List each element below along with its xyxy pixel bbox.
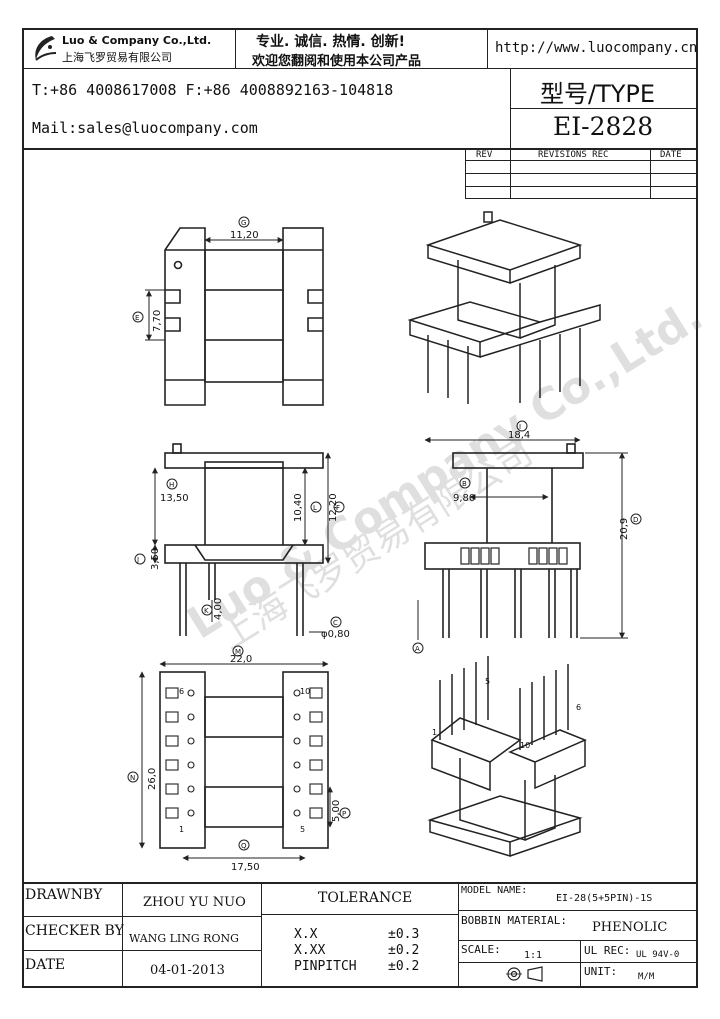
dim-d-value: 20,9 — [619, 518, 630, 540]
date-value: 04-01-2013 — [150, 963, 225, 978]
dim-k-tag: K — [204, 607, 209, 615]
tol-pin-label: PINPITCH — [294, 959, 357, 974]
dim-j-tag: J — [136, 556, 139, 564]
tol-xx-label: X.X — [294, 927, 318, 942]
dim-n-value: 26,0 — [147, 768, 158, 790]
dim-n-tag: N — [130, 774, 135, 782]
company-name-en: Luo & Company Co.,Ltd. — [62, 34, 212, 47]
scale-value: 1:1 — [524, 950, 543, 961]
website-link[interactable]: http://www.luocompany.cn — [495, 40, 698, 56]
tol-xxx-value: ±0.2 — [388, 943, 420, 958]
tol-pin-value: ±0.2 — [388, 959, 420, 974]
slogan-line-1: 专业. 诚信. 热情. 创新! — [256, 34, 405, 50]
material-value: PHENOLIC — [592, 920, 668, 935]
contact-email[interactable]: Mail:sales@luocompany.com — [32, 119, 258, 137]
revisions-col-rev: REV — [476, 150, 493, 160]
front-view — [164, 443, 324, 636]
scale-label: SCALE: — [461, 943, 501, 956]
dim-p-value: 5,00 — [331, 800, 342, 822]
dim-g-value: 11,20 — [230, 230, 259, 241]
contact-phone: T:+86 4008617008 F:+86 4008892163-104818 — [32, 81, 394, 99]
model-label: MODEL NAME: — [461, 885, 528, 896]
dim-e-tag: E — [135, 314, 139, 322]
checker-value: WANG LING RONG — [129, 932, 239, 945]
pin-label: 1 — [179, 825, 184, 834]
drawnby-label: DRAWNBY — [25, 887, 103, 903]
pin-label: 5 — [300, 825, 305, 834]
dim-g-tag: G — [241, 219, 246, 227]
dim-a-tag: A — [415, 645, 420, 653]
dim-f-tag: F — [336, 504, 340, 512]
company-logo-icon — [35, 36, 57, 61]
dim-h-value: 13,50 — [160, 493, 189, 504]
company-name-cn: 上海飞罗贸易有限公司 — [62, 51, 172, 64]
dim-l-tag: L — [313, 504, 317, 512]
revisions-col-rec: REVISIONS REC — [538, 150, 609, 160]
bottom-view — [159, 671, 329, 849]
dim-front — [152, 452, 331, 633]
pin-label: 10 — [520, 741, 530, 750]
dim-h-tag: H — [169, 481, 174, 489]
ulrec-label: UL REC: — [584, 944, 631, 957]
type-label: 型号/TYPE — [540, 80, 656, 108]
type-value: EI-2828 — [553, 112, 654, 141]
dim-l-value: 10,40 — [293, 493, 304, 522]
pin-label: 6 — [576, 703, 581, 712]
dim-q-value: 17,50 — [231, 862, 260, 873]
unit-value: M/M — [638, 972, 655, 982]
material-label: BOBBIN MATERIAL: — [461, 914, 567, 927]
unit-label: UNIT: — [584, 965, 618, 978]
tol-xx-value: ±0.3 — [388, 927, 420, 942]
dim-q-tag: Q — [241, 842, 247, 850]
dim-e-value: 7,70 — [152, 310, 163, 332]
dim-bottom — [139, 661, 333, 861]
slogan-line-2: 欢迎您翻阅和使用本公司产品 — [252, 54, 422, 69]
tol-xxx-label: X.XX — [294, 943, 326, 958]
dim-j-value: 3,50 — [150, 548, 161, 570]
top-view — [164, 227, 324, 406]
date-label: DATE — [25, 957, 66, 973]
pin-label: 10 — [300, 687, 310, 696]
dim-m-tag: M — [235, 648, 241, 656]
watermark: Luo & Company Co.,Ltd. 上海飞罗贸易有限公司 — [179, 290, 712, 658]
revisions-col-date: DATE — [660, 150, 682, 160]
drawing-frame — [22, 28, 698, 988]
dim-f-value: 12,20 — [328, 493, 339, 522]
projection-symbol-icon — [506, 966, 543, 982]
dim-m-value: 22,0 — [230, 654, 252, 665]
dim-side — [417, 437, 628, 640]
pin-label: 1 — [432, 728, 437, 737]
dim-i-value: 18,4 — [508, 430, 530, 441]
drawnby-value: ZHOU YU NUO — [143, 895, 246, 910]
dim-d-tag: D — [633, 516, 638, 524]
dim-b-tag: B — [462, 480, 467, 488]
model-value: EI-28(5+5PIN)-1S — [556, 893, 653, 904]
dim-i-tag: I — [519, 423, 521, 431]
dim-p-tag: P — [342, 810, 346, 818]
ulrec-value: UL 94V-0 — [636, 950, 680, 960]
iso-view-bottom — [427, 656, 587, 858]
pin-label: 5 — [485, 677, 490, 686]
iso-view-top — [407, 211, 601, 404]
dim-k-value: 4,00 — [213, 598, 224, 620]
tolerance-label: TOLERANCE — [318, 890, 413, 906]
checker-label: CHECKER BY — [25, 923, 124, 939]
dim-b-value: 9,80 — [453, 493, 475, 504]
pin-label: 6 — [179, 687, 184, 696]
side-view — [424, 443, 584, 638]
dim-c-tag: C — [333, 619, 338, 627]
dim-c-value: φ0,80 — [321, 629, 350, 640]
dim-g — [145, 237, 284, 341]
